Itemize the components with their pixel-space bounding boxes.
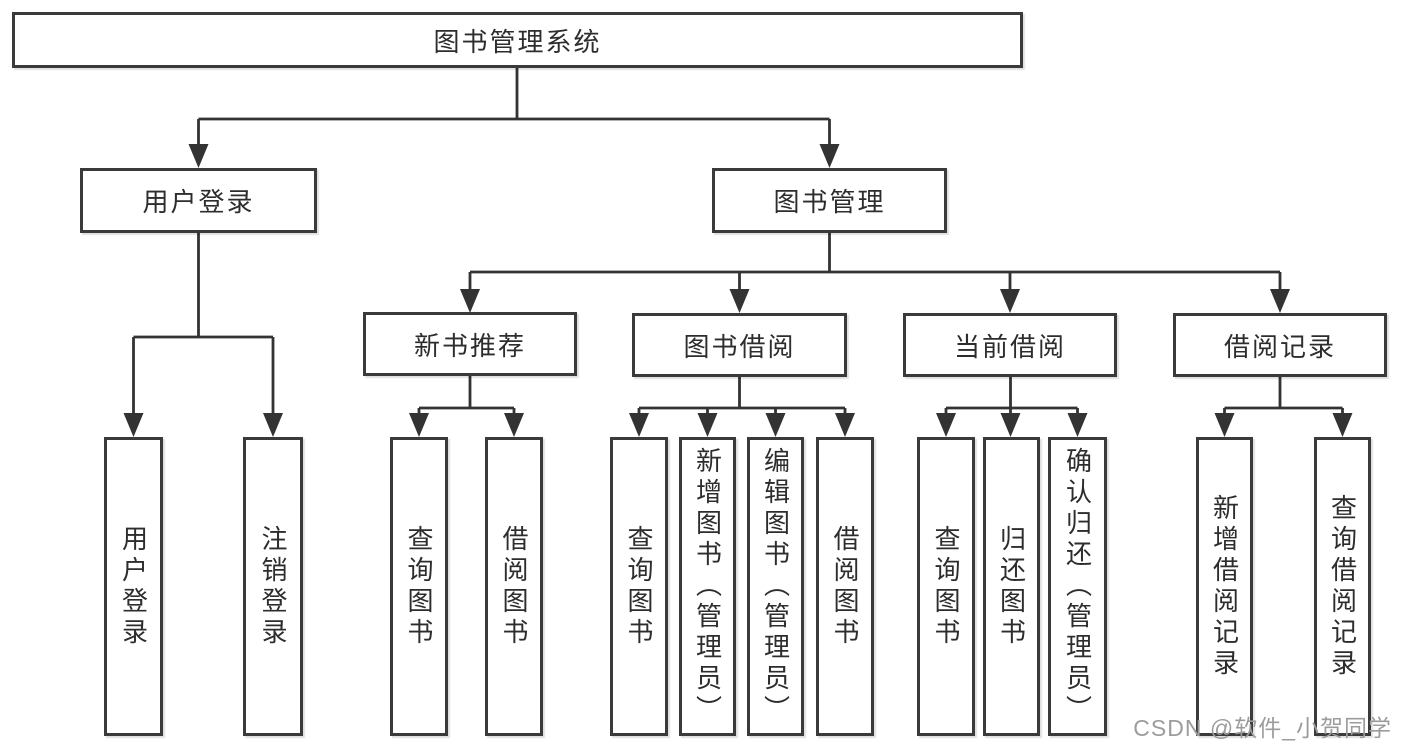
- node-current-borrowing: 当前借阅: [903, 313, 1117, 377]
- node-leaf-query-book-borrowing: 查询图书: [610, 437, 668, 736]
- node-label: 借阅记录: [1223, 331, 1336, 362]
- node-leaf-query-book-current: 查询图书: [917, 437, 975, 736]
- node-leaf-add-book-admin: 新增图书（管理员）: [679, 437, 736, 736]
- node-label: 图书管理: [773, 187, 886, 217]
- node-book-borrowing: 图书借阅: [632, 313, 847, 377]
- node-label: 借阅图书: [830, 524, 860, 649]
- node-label: 借阅图书: [499, 524, 529, 649]
- node-leaf-add-borrow-record: 新增借阅记录: [1196, 437, 1253, 736]
- node-label: 用户登录: [142, 187, 255, 217]
- node-leaf-edit-book-admin: 编辑图书（管理员）: [747, 437, 804, 736]
- node-label: 查询图书: [931, 524, 961, 649]
- node-label: 当前借阅: [953, 331, 1066, 362]
- node-label: 确认归还（管理员）: [1062, 447, 1093, 726]
- arrowheads: [123, 144, 1353, 437]
- node-leaf-logout-login: 注销登录: [243, 437, 303, 736]
- node-label: 查询借阅记录: [1327, 493, 1358, 680]
- node-label: 注销登录: [258, 524, 288, 649]
- node-label: 图书管理系统: [433, 26, 602, 57]
- node-library-management-system: 图书管理系统: [12, 12, 1023, 68]
- node-leaf-return-book: 归还图书: [983, 437, 1040, 736]
- node-label: 新增图书（管理员）: [692, 447, 723, 726]
- node-label: 用户登录: [118, 524, 149, 649]
- node-label: 新书推荐: [413, 330, 526, 361]
- node-label: 查询图书: [624, 524, 654, 649]
- node-label: 编辑图书（管理员）: [760, 447, 791, 726]
- node-leaf-borrow-book-borrowing: 借阅图书: [816, 437, 874, 736]
- node-user-login: 用户登录: [80, 168, 317, 233]
- node-borrowing-records: 借阅记录: [1173, 313, 1387, 377]
- node-new-book-recommend: 新书推荐: [363, 312, 577, 376]
- node-label: 图书借阅: [683, 331, 796, 362]
- node-leaf-borrow-book-recommend: 借阅图书: [485, 437, 543, 736]
- node-label: 查询图书: [404, 524, 434, 649]
- node-leaf-query-borrow-record: 查询借阅记录: [1314, 437, 1371, 736]
- node-leaf-confirm-return-admin: 确认归还（管理员）: [1048, 437, 1107, 736]
- node-book-management: 图书管理: [712, 168, 947, 233]
- node-label: 新增借阅记录: [1209, 493, 1240, 680]
- node-leaf-query-book-recommend: 查询图书: [390, 437, 448, 736]
- csdn-watermark: CSDN @软件_小贺同学: [1133, 715, 1392, 741]
- node-label: 归还图书: [996, 524, 1027, 649]
- node-leaf-user-login: 用户登录: [104, 437, 163, 736]
